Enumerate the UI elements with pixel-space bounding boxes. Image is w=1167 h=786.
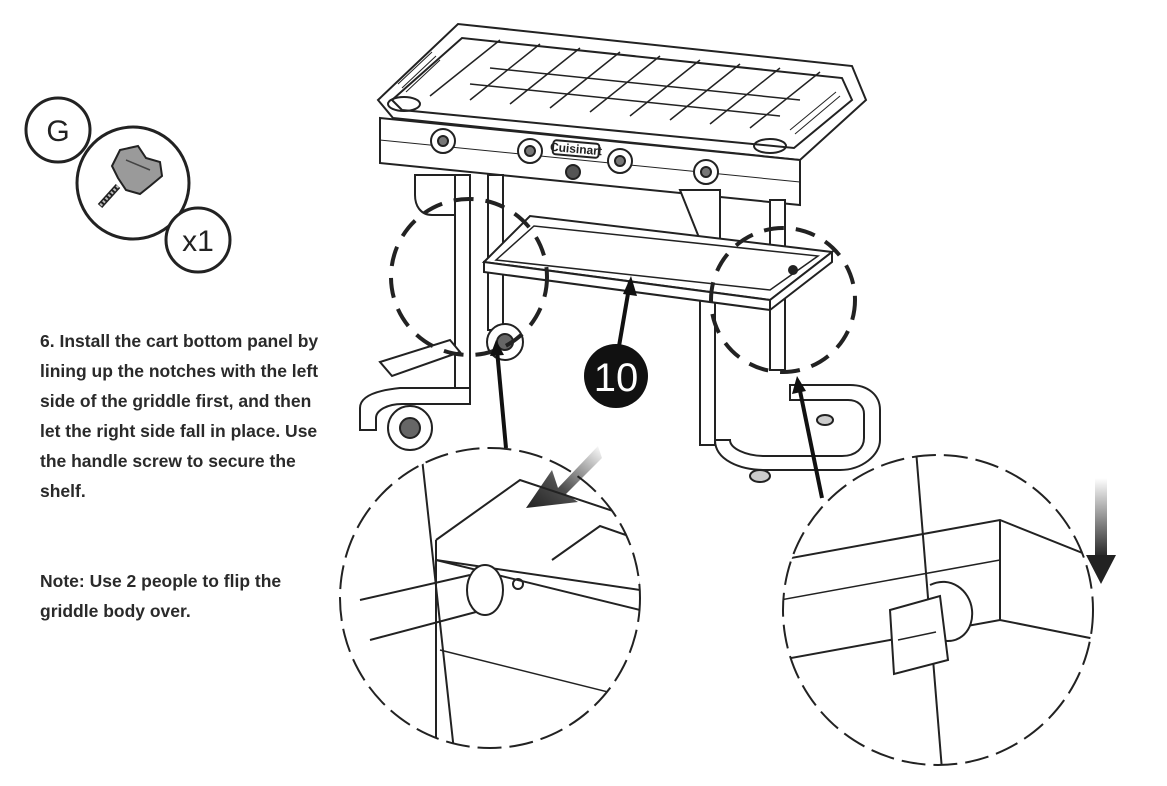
detail-view-right [782,454,1116,766]
burner-knobs [430,128,719,185]
step-number: 6. [40,331,55,351]
detail-indicator-circles [389,197,857,374]
part-badge: G x1 [24,96,232,274]
griddle-body [376,22,868,207]
detail-leader-lines [490,340,824,499]
brand-plate: Cuisinart [549,140,602,158]
instruction-step: 6. Install the cart bottom panel by lini… [40,326,330,506]
part-quantity: x1 [182,225,214,258]
handle-screw-icon [97,144,164,209]
instruction-note: Note: Use 2 people to flip the griddle b… [40,571,282,621]
step-text: Install the cart bottom panel by lining … [40,331,319,501]
callout-number: 10 [594,356,639,400]
part-letter: G [46,115,69,148]
detail-view-left [339,446,641,749]
callout-10: 10 [584,276,648,408]
